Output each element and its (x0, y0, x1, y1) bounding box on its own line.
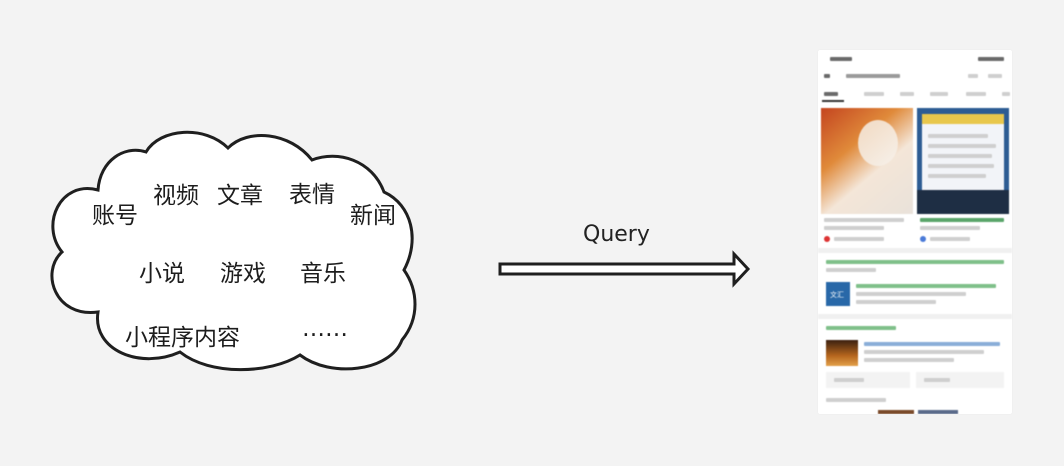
news-card-badge: 文汇 (830, 291, 844, 299)
cloud-word-video: 视频 (153, 183, 199, 209)
cloud-word-sticker: 表情 (289, 182, 335, 208)
cloud-word-news: 新闻 (350, 203, 396, 229)
cloud-word-account: 账号 (92, 203, 138, 229)
arrow-label: Query (583, 222, 650, 247)
search-results-phone-mockup: 文汇 (818, 50, 1012, 414)
cloud-word-ellipsis: …… (302, 316, 348, 342)
cloud-word-article: 文章 (217, 183, 263, 209)
cloud-word-game: 游戏 (220, 261, 266, 287)
cloud-word-novel: 小说 (139, 261, 185, 287)
cloud-word-mini-program: 小程序内容 (125, 325, 240, 351)
cloud-word-music: 音乐 (300, 261, 346, 287)
